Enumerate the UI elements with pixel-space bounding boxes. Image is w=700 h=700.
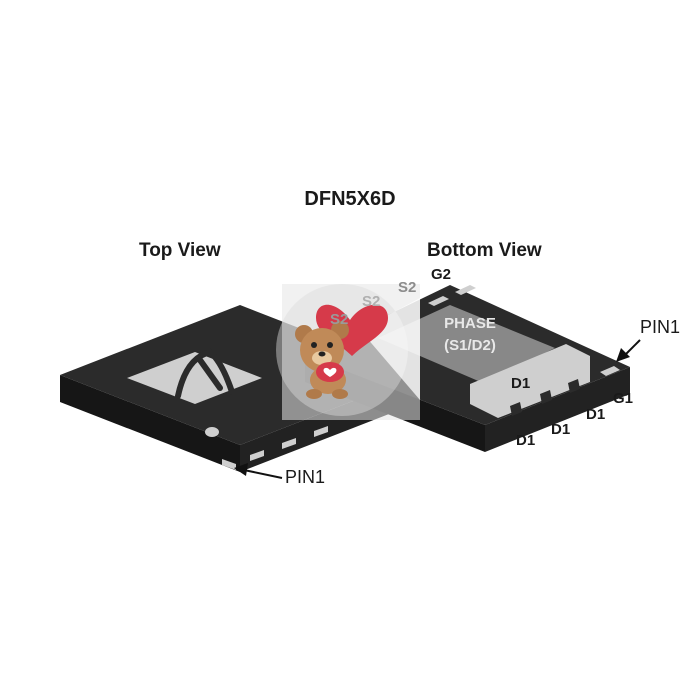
- logo-plate: [127, 352, 262, 404]
- pin-label-s2-b: S2: [362, 293, 381, 310]
- pin1-arrow-bottom: [616, 339, 641, 362]
- pin-label-g2: G2: [431, 266, 452, 283]
- phase-label-line1: PHASE: [444, 315, 496, 332]
- pin-label-g1: G1: [613, 390, 634, 407]
- d1-pad-notches: [510, 379, 580, 416]
- bottom-view-top-leads: [428, 285, 476, 306]
- pin-label-d1-pad: D1: [511, 375, 531, 392]
- pin-label-d1-c: D1: [586, 406, 606, 423]
- heart-balloon-icon: [316, 304, 388, 356]
- pin-label-s2-c: S2: [330, 311, 349, 328]
- top-view-package-side: [60, 375, 240, 472]
- phase-label-line2: (S1/D2): [444, 337, 496, 354]
- teddy-bear-icon: [295, 321, 349, 399]
- brand-logo-icon: [175, 348, 235, 399]
- pin1-arrow-top: [234, 463, 283, 479]
- top-view-leads: [222, 426, 328, 470]
- diagram-title: DFN5X6D: [304, 188, 396, 210]
- pin-label-s2-a: S2: [398, 279, 417, 296]
- pin-label-d1-a: D1: [516, 432, 536, 449]
- phase-pad: [378, 305, 555, 383]
- bottom-view-pin1-label: PIN1: [640, 317, 681, 337]
- pin-label-d1-b: D1: [551, 421, 571, 438]
- bottom-view-package-side-right: [485, 367, 630, 452]
- top-view-pin1-label: PIN1: [285, 467, 326, 487]
- pin1-dot: [205, 427, 219, 437]
- top-view-label: Top View: [139, 240, 221, 261]
- g1-lead: [600, 366, 620, 376]
- phase-label: PHASE (S1/D2): [420, 313, 520, 357]
- d1-pad: [470, 344, 590, 418]
- sticker-watermark: [276, 284, 420, 420]
- bottom-view-label: Bottom View: [427, 240, 542, 261]
